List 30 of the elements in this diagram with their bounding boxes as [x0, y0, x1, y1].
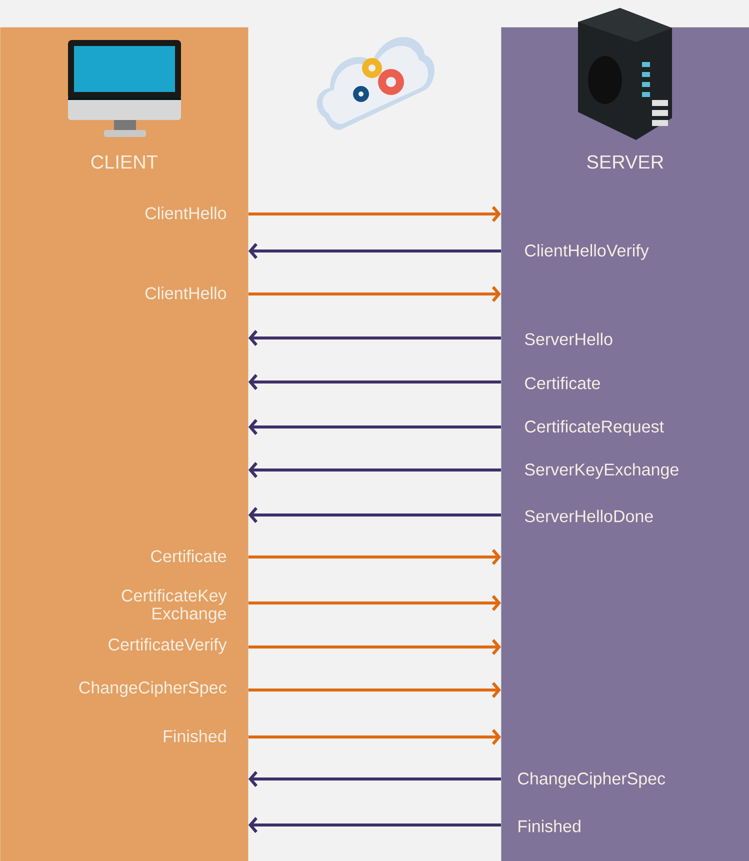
arrow — [248, 817, 501, 833]
edge-label: ServerHelloDone — [524, 510, 653, 522]
edge-label: Finished — [518, 820, 580, 832]
arrow — [248, 639, 502, 655]
edge-label: ChangeCipherSpec — [518, 772, 666, 788]
arrow — [248, 286, 502, 302]
edge-label: ClientHello — [145, 206, 226, 220]
arrow — [248, 243, 501, 259]
arrow — [248, 206, 502, 222]
arrow — [248, 729, 502, 745]
edge-label: Certificate — [525, 376, 600, 390]
arrow — [248, 330, 501, 346]
arrow — [248, 595, 502, 611]
arrow — [248, 682, 502, 698]
edge-label: ServerHello — [524, 332, 612, 346]
edge-label: CertificateRequest — [525, 420, 664, 436]
edge-label: ChangeCipherSpec — [79, 681, 226, 697]
arrow — [248, 419, 501, 435]
arrow — [248, 462, 501, 478]
edge-label: ClientHelloVerify — [525, 244, 649, 260]
arrow — [248, 771, 501, 787]
edge-label: ServerKeyExchange — [524, 463, 678, 479]
edge-label: CertificateVerify — [108, 638, 227, 654]
edge-label: CertificateKey Exchange — [122, 589, 227, 623]
edge-label: Finished — [164, 730, 226, 742]
arrow — [248, 507, 501, 523]
arrow — [248, 549, 502, 565]
arrow — [248, 374, 501, 390]
edge-label: Certificate — [151, 550, 226, 562]
edge-label: ClientHello — [145, 286, 226, 300]
